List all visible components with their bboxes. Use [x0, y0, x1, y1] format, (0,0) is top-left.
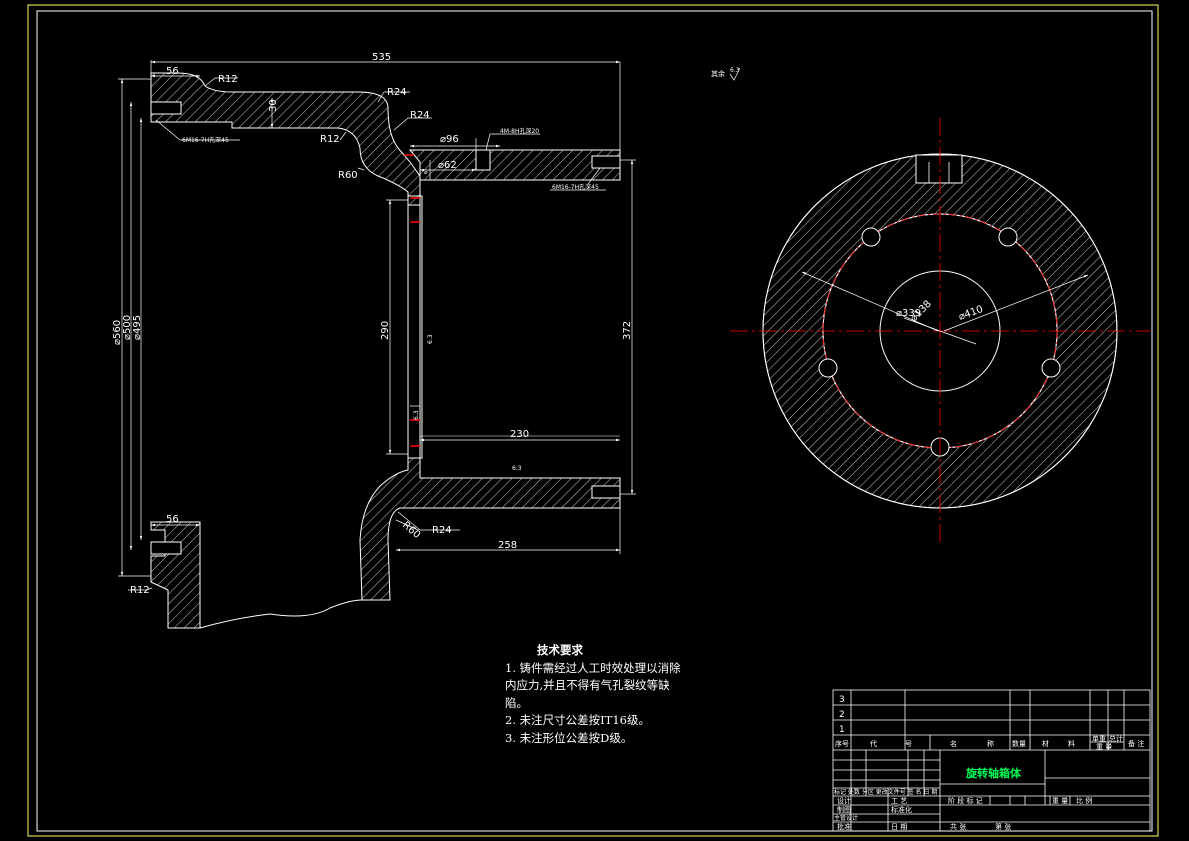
dim-hole-note-top: 4M-8H孔深20 [500, 127, 539, 135]
dim-r12-mid: R12 [320, 134, 340, 145]
end-bolt-hole-3 [818, 358, 838, 378]
dim-56-top: 56 [166, 66, 179, 77]
section-bottom-cylinder [359, 457, 621, 601]
dim-230: 230 [510, 429, 529, 440]
tech-req-line-4: 2. 未注尺寸公差按IT16级。 [505, 713, 650, 727]
dim-wall-30: 30 [268, 99, 279, 112]
section-top-cylinder [408, 149, 621, 181]
section-top-body [150, 72, 421, 206]
roughness-web-bottom: 6.3 [413, 410, 420, 420]
roughness-symbol [729, 67, 741, 81]
dim-r24-top: R24 [387, 87, 407, 98]
dim-r12-top: R12 [218, 74, 238, 85]
dimension-lines [118, 60, 636, 591]
dim-r60-bottom: R60 [400, 520, 422, 541]
inner-border [36, 10, 1153, 832]
dim-290: 290 [380, 321, 391, 340]
dim-dia96: ⌀96 [440, 134, 459, 145]
bolt-hole-bottom-right [591, 485, 621, 499]
label-stage-mark: 阶 段 标 记 [948, 796, 983, 805]
header-seq: 序号 [835, 739, 849, 748]
dim-r12-bottom: R12 [130, 585, 150, 596]
label-scale: 比 例 [1076, 796, 1092, 805]
roughness-mark: ⌀ [424, 169, 428, 176]
dim-dia495: ⌀495 [132, 315, 143, 340]
outer-border [27, 4, 1159, 837]
header-code-1: 代 [870, 739, 877, 748]
row-number-1: 1 [839, 725, 845, 735]
dim-258: 258 [498, 540, 517, 551]
dim-r24-bottom: R24 [432, 525, 452, 536]
dim-535: 535 [372, 52, 391, 63]
label-standard: 标准化 [891, 805, 912, 814]
header-name-2: 称 [987, 739, 994, 748]
row-number-3: 3 [839, 695, 845, 705]
header-name-1: 名 [950, 739, 957, 748]
title-block [832, 689, 1151, 832]
section-view [150, 72, 621, 629]
break-line [199, 599, 363, 629]
dim-dia560: ⌀560 [112, 320, 123, 345]
dim-r24-mid: R24 [410, 110, 430, 121]
header-total: 总计 [1109, 734, 1123, 743]
dim-dia339: ⌀339 [896, 308, 921, 319]
bolt-hole-bottom-left [150, 541, 182, 555]
roughness-note-value: 6.3 [730, 67, 740, 74]
section-bottom-flange [150, 521, 201, 629]
end-bolt-hole-2 [998, 227, 1018, 247]
end-bolt-hole-1 [861, 227, 881, 247]
roughness-bottom-wall: 6.3 [512, 465, 522, 472]
header-material-1: 材 [1042, 739, 1049, 748]
header-material-2: 料 [1068, 739, 1075, 748]
dim-thread-left: 6M16-7H孔深45 [182, 136, 229, 144]
keyway [915, 154, 963, 184]
end-bolt-hole-4 [1041, 358, 1061, 378]
row-number-2: 2 [839, 710, 845, 720]
label-design: 设计 [837, 796, 851, 805]
label-date: 日 期 [891, 823, 907, 831]
dim-r60-top: R60 [338, 170, 358, 181]
bolt-hole-top-left [150, 101, 182, 115]
label-weight: 重 量 [1052, 797, 1068, 805]
label-craft: 工 艺 [891, 797, 907, 805]
tech-req-line-3: 陷。 [505, 695, 528, 710]
dim-372: 372 [622, 321, 633, 340]
tech-req-line-5: 3. 未注形位公差按D级。 [505, 730, 633, 745]
dim-dia62: ⌀62 [438, 160, 457, 171]
tech-req-line-2: 内应力,并且不得有气孔裂纹等缺 [505, 678, 670, 692]
header-weight: 重 量 [1096, 743, 1112, 751]
header-remark: 备 注 [1128, 739, 1144, 748]
header-code-2: 号 [905, 740, 912, 748]
dim-56-bottom: 56 [166, 514, 179, 525]
roughness-web-top: 6.3 [427, 334, 434, 344]
header-unit-weight: 单重 [1092, 734, 1106, 743]
dim-dia500: ⌀500 [122, 315, 133, 340]
dim-thread-right: 6M16-7H孔深45 [552, 183, 599, 191]
label-sheet-no: 第 张 [995, 822, 1011, 831]
dim-dia410: ⌀410 [957, 304, 984, 323]
tapped-hole-top [475, 149, 491, 171]
label-sheets-total: 共 张 [950, 822, 966, 831]
label-drafting: 制图 [837, 805, 851, 814]
tech-req-line-1: 1. 铸件需经过人工时效处理以消除 [505, 660, 681, 675]
tech-req-title: 技术要求 [537, 643, 583, 657]
bolt-hole-top-right [591, 155, 621, 169]
technical-requirements: 技术要求 1. 铸件需经过人工时效处理以消除 内应力,并且不得有气孔裂纹等缺 陷… [505, 642, 705, 747]
end-view [730, 118, 1150, 545]
roughness-note: 其余 [711, 69, 725, 78]
label-mark-row: 标记 处数 分区 更改文件号 签 名 日 期 [834, 788, 937, 796]
part-title: 旋转轴箱体 [965, 766, 1022, 780]
label-chief: 主管设计 [834, 814, 858, 822]
label-approve: 批准 [837, 822, 851, 831]
header-qty: 数量 [1012, 739, 1026, 748]
